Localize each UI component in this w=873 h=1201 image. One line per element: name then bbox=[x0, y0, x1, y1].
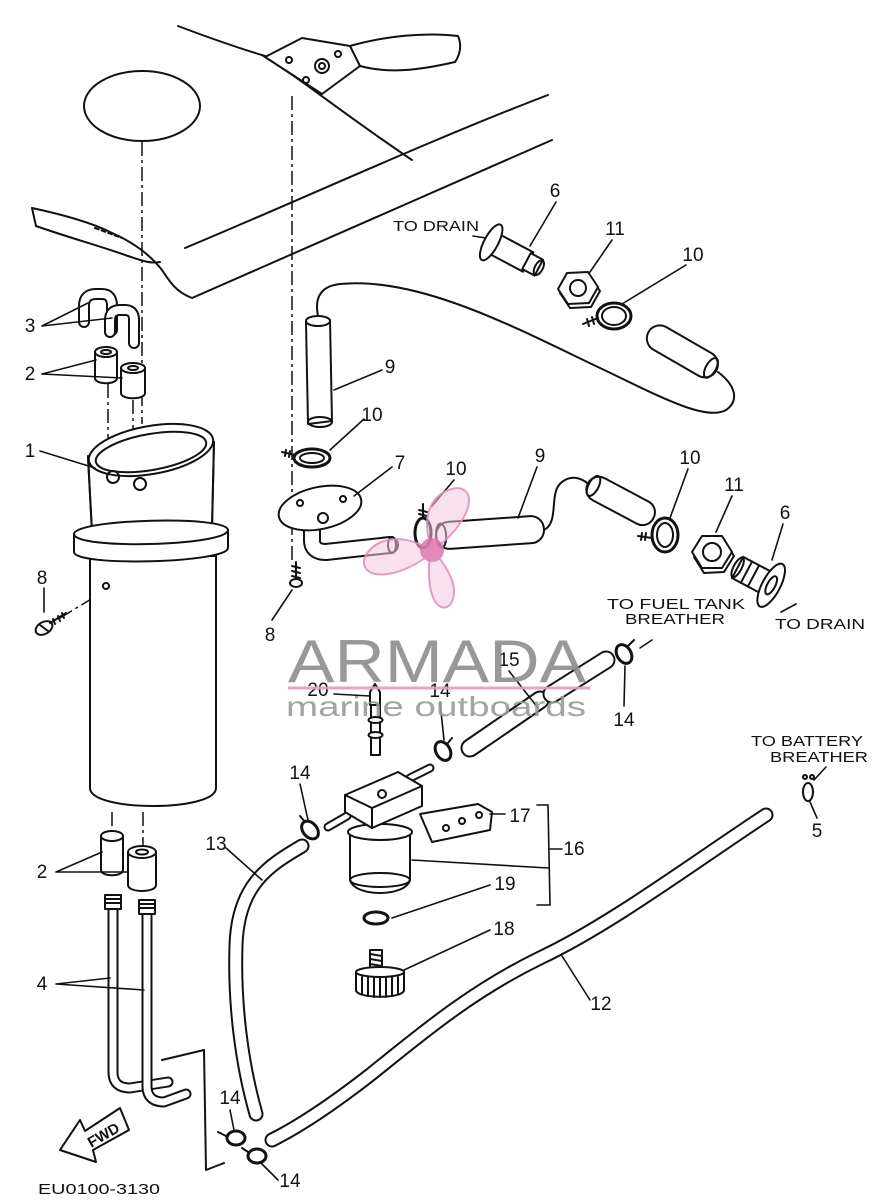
callout-14-filter-outlet: 14 bbox=[429, 681, 451, 702]
drain-fitting-top bbox=[478, 223, 545, 277]
note-fuel-tank-breather-line1: TO FUEL TANK bbox=[607, 596, 745, 613]
leader-lines bbox=[39, 201, 827, 1181]
hose-clamp-right bbox=[637, 516, 680, 554]
callout-14-bottom-a: 14 bbox=[219, 1088, 241, 1109]
watermark: ARMADA marine outboards bbox=[286, 486, 590, 722]
hose-vertical bbox=[305, 315, 333, 428]
callout-2-top: 2 bbox=[25, 364, 36, 385]
note-battery-breather-line1: TO BATTERY bbox=[751, 733, 863, 750]
callout-18: 18 bbox=[493, 919, 514, 940]
nut-right bbox=[691, 535, 735, 574]
propeller-icon bbox=[362, 486, 470, 609]
canister bbox=[73, 422, 229, 807]
callout-6-top: 6 bbox=[550, 181, 561, 202]
callout-8-left: 8 bbox=[37, 568, 48, 589]
callout-8-center: 8 bbox=[265, 625, 276, 646]
outlet-plate bbox=[277, 484, 399, 561]
callout-11-right: 11 bbox=[724, 475, 744, 496]
note-to-drain-top: TO DRAIN bbox=[393, 218, 479, 235]
nut-top bbox=[557, 271, 601, 309]
deck-opening bbox=[83, 70, 201, 142]
callout-16: 16 bbox=[563, 839, 584, 860]
hose-clamp-plate bbox=[281, 447, 332, 469]
hose-top-right bbox=[645, 324, 719, 379]
grommets-top bbox=[94, 346, 146, 400]
breather-hose-12 bbox=[264, 807, 774, 1148]
mounting-plate bbox=[264, 37, 361, 95]
hose-clamp-top bbox=[582, 301, 633, 331]
callout-12: 12 bbox=[590, 994, 611, 1015]
filter-fitting-20 bbox=[367, 683, 384, 756]
note-fuel-tank-breather-line2: BREATHER bbox=[625, 611, 725, 628]
hose-clamp-breather bbox=[614, 639, 635, 665]
callout-19: 19 bbox=[494, 874, 515, 895]
o-ring bbox=[362, 910, 390, 926]
screw-center bbox=[289, 561, 303, 588]
callout-3: 3 bbox=[25, 316, 36, 337]
figure-code: EU0100-3130 bbox=[38, 1181, 160, 1198]
callout-13: 13 bbox=[205, 834, 226, 855]
filter-bracket bbox=[419, 803, 493, 843]
callout-10-right: 10 bbox=[679, 448, 700, 469]
callout-10-plate: 10 bbox=[361, 405, 382, 426]
callout-9-vertical: 9 bbox=[385, 357, 396, 378]
watermark-tagline: marine outboards bbox=[286, 691, 586, 722]
screw-left bbox=[34, 612, 67, 636]
breather-clip bbox=[802, 774, 815, 802]
callout-14-filter-inlet: 14 bbox=[289, 763, 311, 784]
hose-clamp-filter-inlet bbox=[299, 815, 320, 841]
note-battery-breather-line2: BREATHER bbox=[770, 749, 868, 766]
hose-clamps-bottom bbox=[217, 1129, 268, 1165]
elbow-pipes bbox=[78, 288, 140, 349]
callout-9-horizontal: 9 bbox=[535, 446, 546, 467]
watermark-brand: ARMADA bbox=[288, 628, 586, 695]
drain-plug bbox=[355, 949, 405, 998]
callout-10-top: 10 bbox=[682, 245, 703, 266]
callout-5: 5 bbox=[812, 821, 823, 842]
hose-short-right bbox=[585, 474, 656, 527]
callout-17: 17 bbox=[509, 806, 530, 827]
grommets-bottom bbox=[100, 830, 157, 892]
hose-routing-line-mid bbox=[543, 476, 593, 531]
callout-10-mid: 10 bbox=[445, 459, 466, 480]
hose-routing-line bbox=[316, 282, 736, 414]
callout-1: 1 bbox=[25, 441, 36, 462]
callout-7: 7 bbox=[395, 453, 406, 474]
callout-6-right: 6 bbox=[780, 503, 791, 524]
drain-fitting-right bbox=[730, 555, 786, 608]
drain-pipes bbox=[104, 894, 192, 1108]
callout-2-bottom: 2 bbox=[37, 862, 48, 883]
callout-14-bottom-b: 14 bbox=[279, 1171, 301, 1192]
callout-11-top: 11 bbox=[605, 219, 625, 240]
callout-20: 20 bbox=[307, 680, 328, 701]
callout-15: 15 bbox=[498, 650, 519, 671]
fuel-filter bbox=[323, 763, 435, 894]
routing-notes: TO DRAIN TO DRAIN TO FUEL TANK BREATHER … bbox=[38, 218, 868, 1198]
fuel-hose-13 bbox=[228, 838, 310, 1122]
callout-labels: 3 2 1 8 2 4 6 11 10 9 10 7 10 9 10 11 6 … bbox=[25, 181, 823, 1192]
note-to-drain-right: TO DRAIN bbox=[775, 616, 865, 633]
forward-arrow-icon: FWD bbox=[59, 1107, 130, 1163]
hose-clamp-filter-outlet bbox=[433, 737, 453, 762]
callout-14-breather: 14 bbox=[613, 710, 635, 731]
callout-4: 4 bbox=[37, 974, 48, 995]
support-bracket bbox=[161, 1049, 225, 1171]
